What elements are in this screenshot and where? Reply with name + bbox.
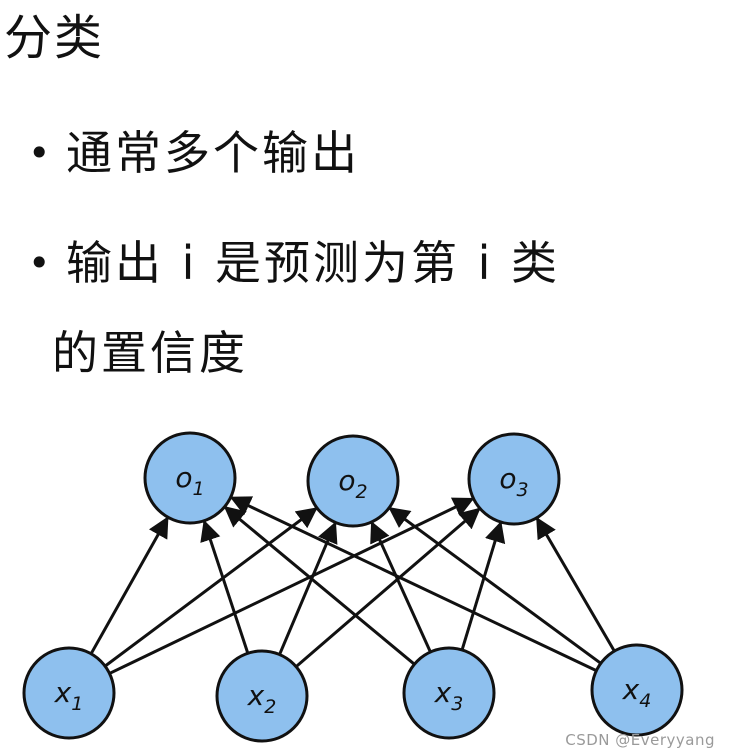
edge-x1-o3 (105, 497, 475, 677)
edge-x4-o2 (388, 507, 605, 667)
slide-title: 分类 (4, 10, 105, 66)
input-node-1-label: x1 (54, 676, 84, 715)
input-node-2-label-base: x (247, 679, 265, 712)
bullet-item-2: • 输出 i 是预测为第 i 类 (28, 240, 560, 286)
output-node-2-label-subscript: 2 (356, 481, 368, 503)
bullet-marker: • (28, 241, 51, 285)
edge-x2-o2 (276, 521, 338, 659)
input-node-1-label-base: x (54, 676, 72, 709)
output-node-2-label-base: o (338, 464, 355, 497)
output-node-2-circle (306, 434, 400, 528)
edge-x3-o2 (370, 520, 434, 657)
bullet-item-1: • 通常多个输出 (28, 130, 360, 176)
output-node-3-label: o3 (499, 462, 528, 501)
watermark: CSDN @Everyyang (565, 731, 715, 749)
input-node-3-circle (402, 646, 496, 740)
edge-x2-o1 (200, 519, 251, 658)
input-node-4-circle (590, 643, 684, 737)
output-node-2-label: o2 (338, 464, 367, 503)
input-node-2-label-subscript: 2 (264, 696, 276, 718)
edge-x3-o1 (223, 506, 419, 668)
input-node-2-label: x2 (247, 679, 277, 718)
input-node-1: x1 (22, 646, 116, 740)
edge-x4-o3 (535, 516, 618, 656)
connection-edges (87, 496, 618, 677)
input-node-3: x3 (402, 646, 496, 740)
output-node-3-label-base: o (499, 462, 516, 495)
output-node-3-label-subscript: 3 (517, 479, 529, 501)
output-node-1-circle (143, 431, 237, 525)
edge-x2-o3 (292, 507, 481, 671)
bullet-text: 通常多个输出 (66, 126, 360, 180)
bullet-item-2-continuation: 的置信度 (52, 326, 248, 380)
input-node-2-circle (215, 649, 309, 743)
output-node-1-label-subscript: 1 (193, 478, 205, 500)
edge-x3-o3 (459, 520, 506, 655)
edge-x1-o2 (101, 507, 318, 670)
input-node-3-label-subscript: 3 (451, 693, 463, 715)
edge-x4-o1 (229, 496, 601, 674)
input-node-4-label-subscript: 4 (639, 690, 651, 712)
bullet-text: 输出 i 是预测为第 i 类 (66, 236, 561, 290)
input-node-4-label-base: x (622, 673, 640, 706)
output-node-3: o3 (467, 432, 561, 526)
output-node-2: o2 (306, 434, 400, 528)
input-node-4: x4 (590, 643, 684, 737)
output-node-1-label: o1 (175, 461, 204, 500)
bullet-marker: • (28, 131, 51, 175)
input-node-2: x2 (215, 649, 309, 743)
output-node-1-label-base: o (175, 461, 192, 494)
input-node-4-label: x4 (622, 673, 652, 712)
edge-x1-o1 (87, 516, 169, 659)
input-node-3-label-base: x (434, 676, 452, 709)
output-node-1: o1 (143, 431, 237, 525)
input-node-3-label: x3 (434, 676, 464, 715)
input-node-1-label-subscript: 1 (71, 693, 83, 715)
output-node-3-circle (467, 432, 561, 526)
input-node-1-circle (22, 646, 116, 740)
